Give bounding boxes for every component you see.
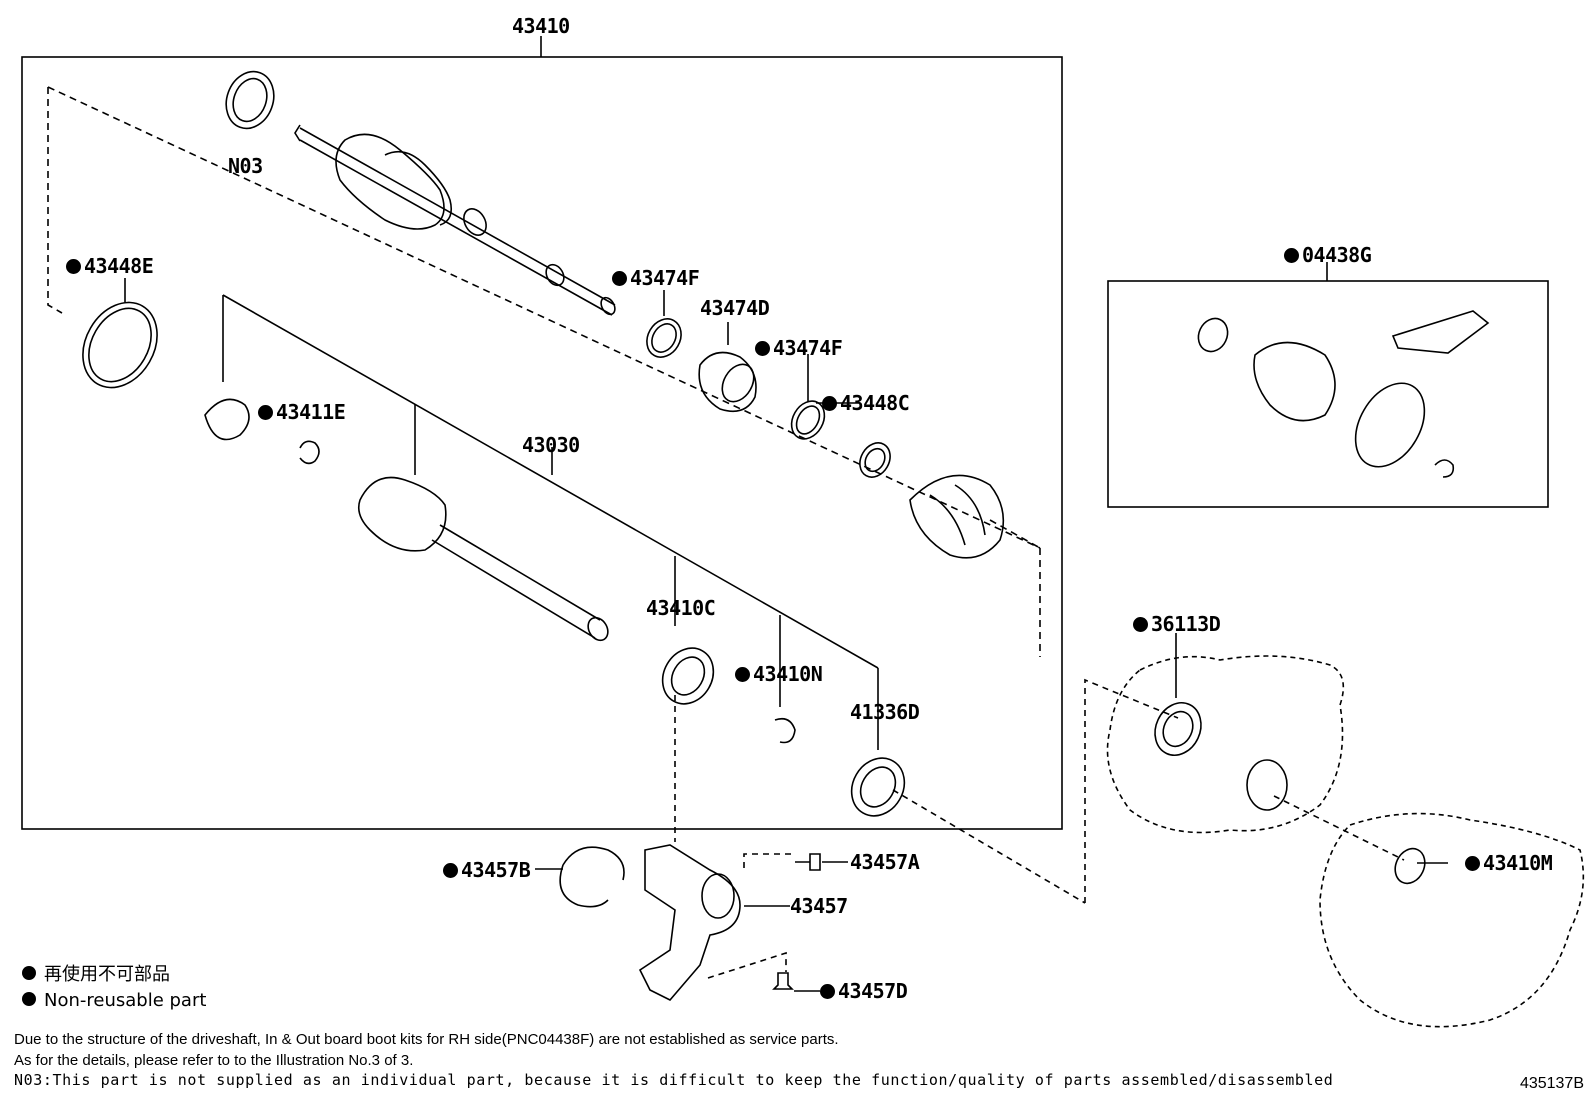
label-43030: 43030 <box>522 433 580 457</box>
label-04438G: 04438G <box>1284 245 1372 265</box>
label-43410C: 43410C <box>646 596 716 620</box>
label-41336D: 41336D <box>850 700 920 724</box>
label-43474D: 43474D <box>700 296 770 320</box>
non-reusable-dot-icon <box>66 259 81 274</box>
non-reusable-dot-icon <box>755 341 770 356</box>
label-43411E: 43411E <box>258 402 346 422</box>
label-43410: 43410 <box>512 14 570 38</box>
non-reusable-dot-icon <box>735 667 750 682</box>
n03-seal-drawing <box>225 70 275 130</box>
bolt-43457A-drawing <box>795 853 821 871</box>
transmission-case-drawing <box>1319 812 1585 1028</box>
inner-shaft-drawing <box>357 476 609 642</box>
label-43448C: 43448C <box>822 393 910 413</box>
label-43474F-b: 43474F <box>755 338 843 358</box>
boot-drawing <box>909 474 1005 559</box>
bracket-43457-drawing <box>638 844 741 1001</box>
figure-id: 435137B <box>1519 1075 1584 1092</box>
label-43410M: 43410M <box>1465 853 1553 873</box>
seal-41336D-drawing <box>850 757 906 817</box>
label-43457B: 43457B <box>443 860 531 880</box>
legend-japanese: 再使用不可部品 <box>22 966 170 984</box>
clip-43457B-drawing <box>559 846 625 908</box>
bolt-43457D-drawing <box>772 972 794 990</box>
note-line-2: As for the details, please refer to to t… <box>14 1052 414 1069</box>
seal-43410C-drawing <box>661 647 715 705</box>
non-reusable-dot-icon <box>1465 856 1480 871</box>
label-43448E: 43448E <box>66 256 154 276</box>
tripod-drawing <box>204 398 250 441</box>
label-43457A: 43457A <box>850 850 920 874</box>
transaxle-case-drawing <box>1106 655 1345 834</box>
label-43457: 43457 <box>790 894 848 918</box>
damper-43474D-drawing <box>698 351 757 413</box>
non-reusable-dot-icon <box>443 863 458 878</box>
label-36113D: 36113D <box>1133 614 1221 634</box>
assembly-frame <box>21 56 1063 830</box>
note-line-3: N03:This part is not supplied as an indi… <box>14 1071 1334 1089</box>
non-reusable-dot-icon <box>1133 617 1148 632</box>
label-43474F-a: 43474F <box>612 268 700 288</box>
non-reusable-dot-icon <box>822 396 837 411</box>
label-43410N: 43410N <box>735 664 823 684</box>
legend-dot-icon <box>22 992 36 1006</box>
outer-shaft-drawing <box>294 124 616 316</box>
boot-kit-frame <box>1107 280 1549 508</box>
label-n03: N03 <box>228 154 263 178</box>
clamp-43448E-drawing <box>82 301 158 389</box>
non-reusable-dot-icon <box>820 984 835 999</box>
legend-english: Non-reusable part <box>22 992 206 1010</box>
legend-dot-icon <box>22 966 36 980</box>
non-reusable-dot-icon <box>1284 248 1299 263</box>
non-reusable-dot-icon <box>612 271 627 286</box>
note-line-1: Due to the structure of the driveshaft, … <box>14 1031 839 1048</box>
non-reusable-dot-icon <box>258 405 273 420</box>
label-43457D: 43457D <box>820 981 908 1001</box>
